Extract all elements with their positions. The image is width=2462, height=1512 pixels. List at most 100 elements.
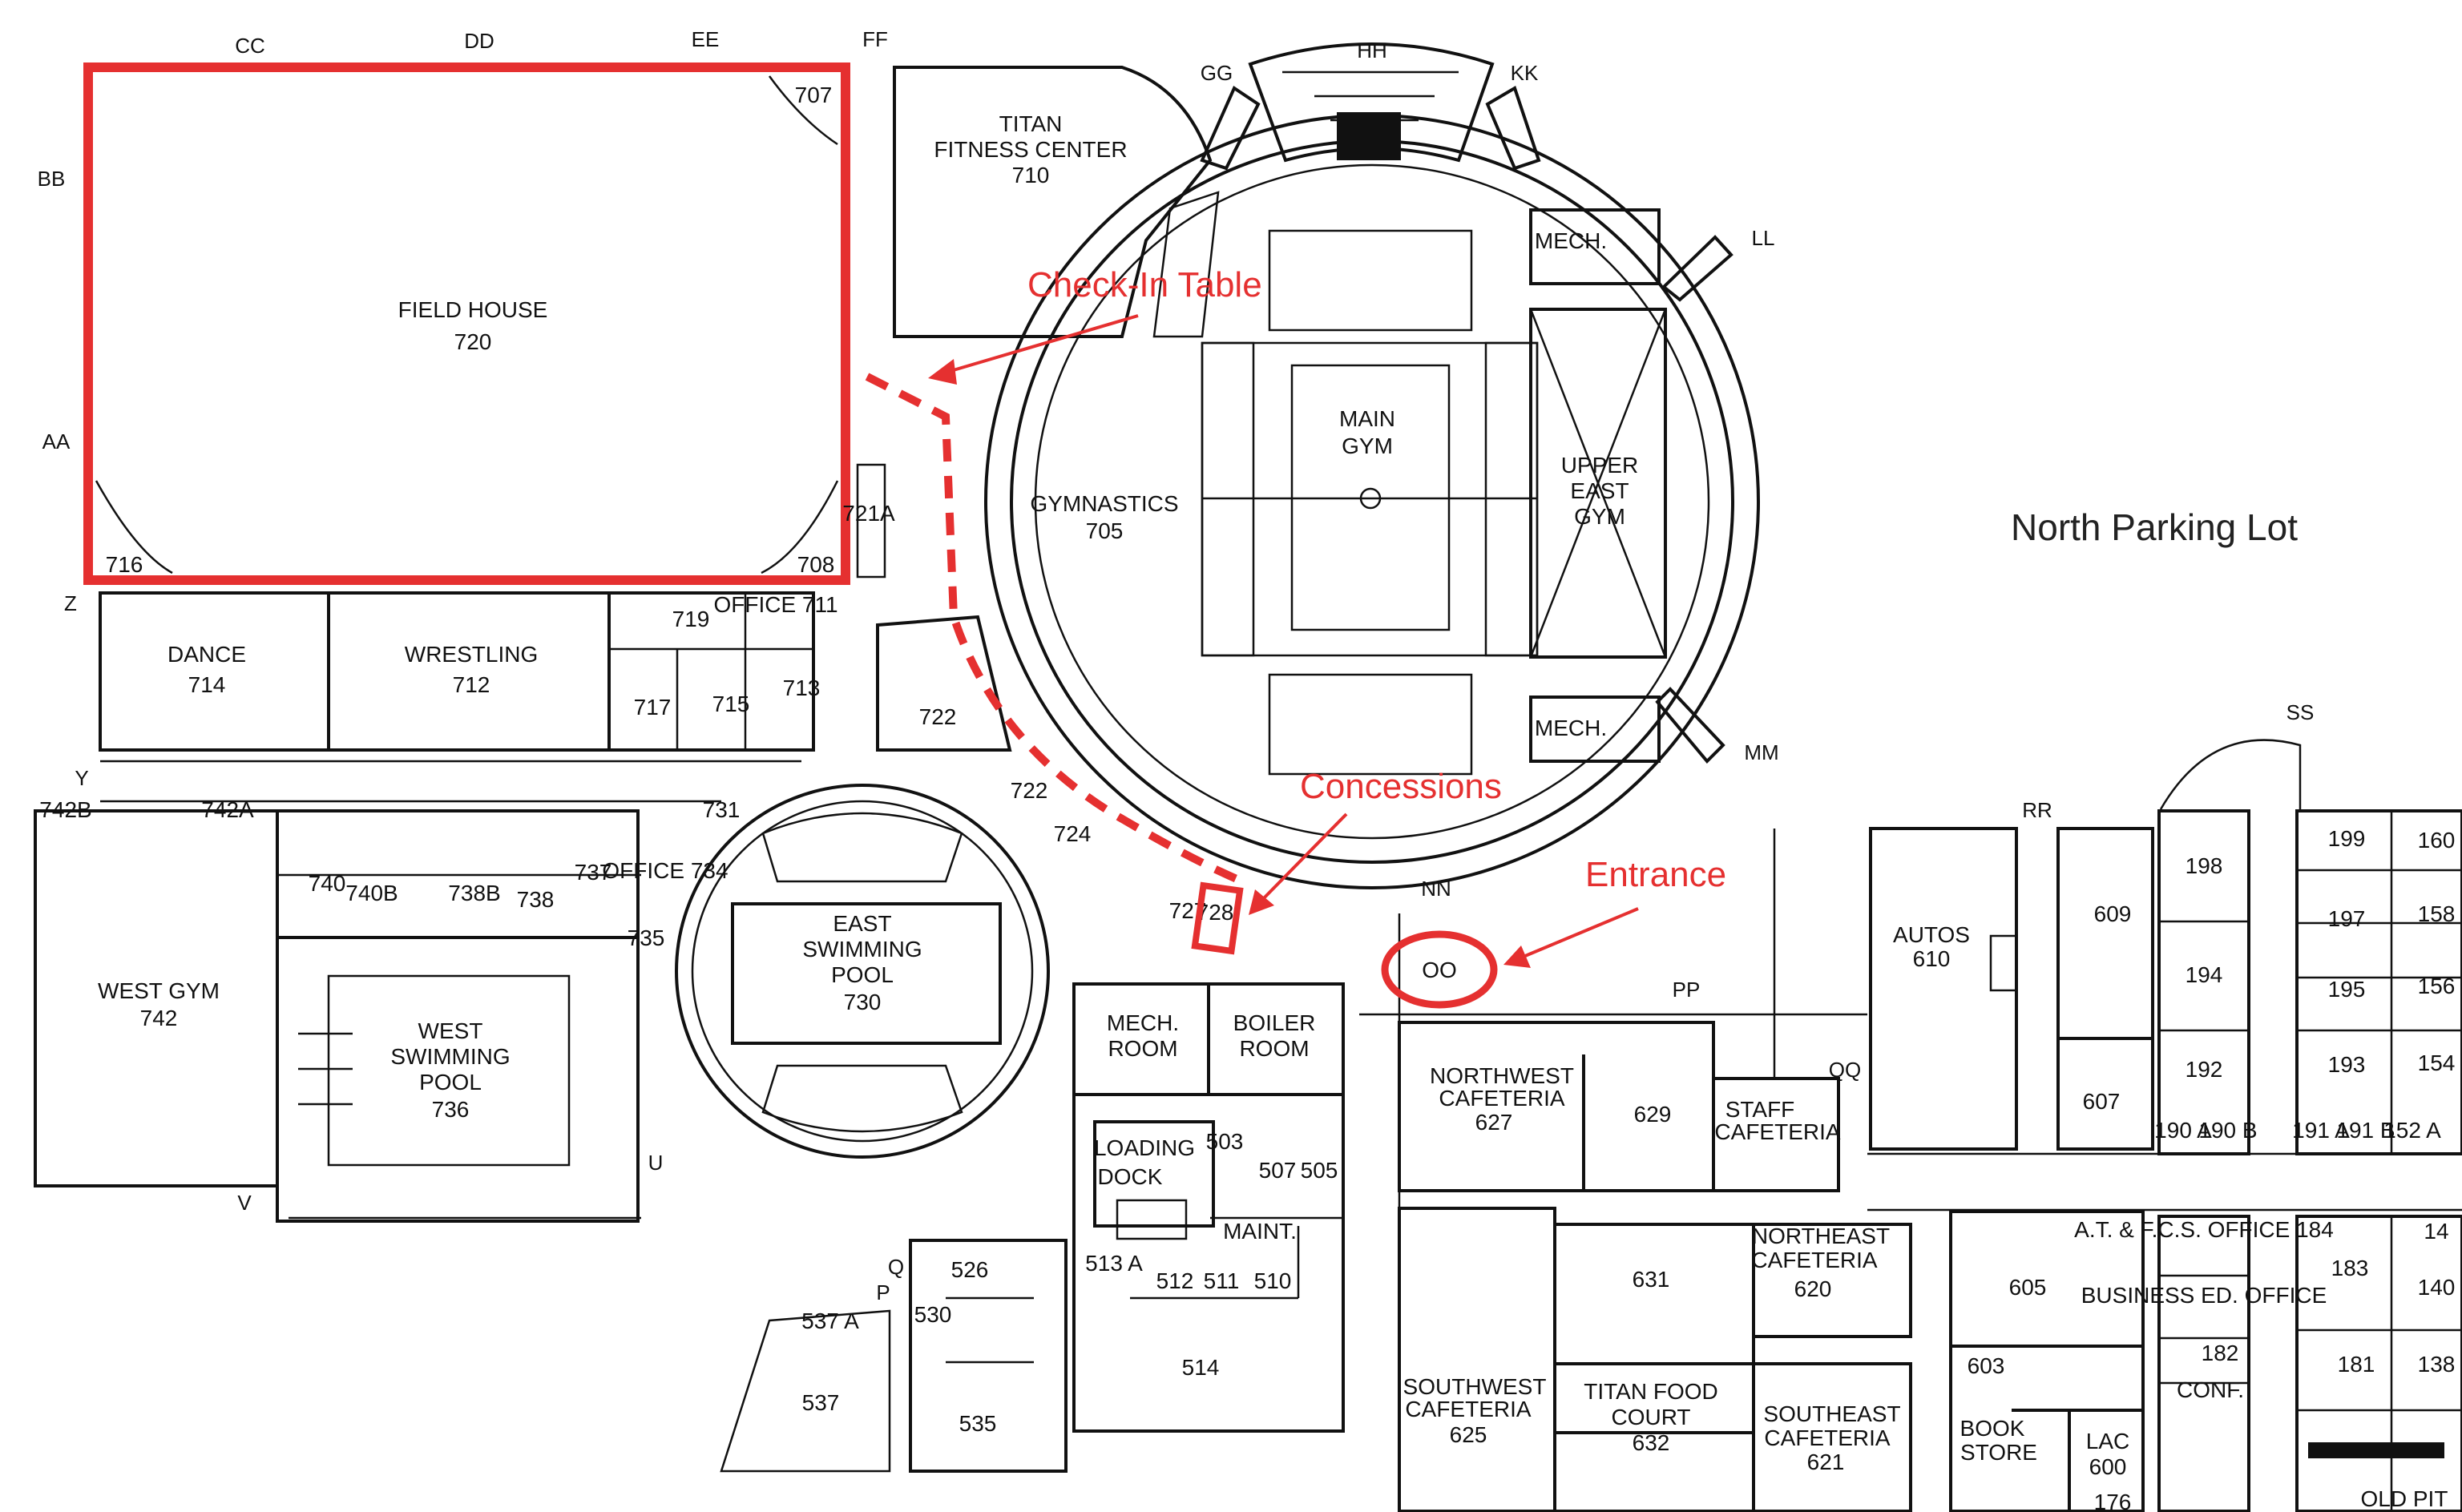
room-707: 707 <box>795 83 833 107</box>
food-court-line1: TITAN FOOD <box>1584 1379 1717 1404</box>
room-193: 193 <box>2328 1052 2366 1077</box>
room-181: 181 <box>2338 1352 2375 1377</box>
room-510: 510 <box>1254 1268 1292 1293</box>
room-716: 716 <box>106 552 143 577</box>
maint-label: MAINT. <box>1223 1219 1297 1244</box>
entrance-arrowhead <box>1503 946 1531 968</box>
annotations: OO Check-In Table Concessions Entrance <box>865 265 1726 1009</box>
grid-mm: MM <box>1744 740 1778 764</box>
west-pool-line3: POOL <box>419 1070 482 1095</box>
east-pool-line3: POOL <box>831 962 894 987</box>
room-740: 740 <box>309 871 346 896</box>
east-pool-line2: SWIMMING <box>802 937 922 962</box>
room-512: 512 <box>1156 1268 1194 1293</box>
grid-dd: DD <box>464 29 494 53</box>
entrance-circle <box>1381 930 1498 1009</box>
main-gym-complex: GYMNASTICS 705 MAIN GYM UPPER EAST GYM M… <box>984 42 1760 889</box>
autos-number: 610 <box>1913 946 1951 971</box>
west-pool-number: 736 <box>432 1097 470 1122</box>
room-158: 158 <box>2418 901 2456 926</box>
room-194: 194 <box>2186 962 2223 987</box>
room-160: 160 <box>2418 828 2456 853</box>
room-607: 607 <box>2083 1089 2121 1114</box>
room-605: 605 <box>2009 1275 2047 1300</box>
room-conf: CONF. <box>2177 1377 2244 1402</box>
room-505: 505 <box>1301 1158 1338 1183</box>
west-pool-line1: WEST <box>418 1018 483 1043</box>
nw-cafeteria-number: 627 <box>1475 1110 1513 1135</box>
west-gym-number: 742 <box>140 1006 178 1030</box>
grid-aa: AA <box>42 429 71 454</box>
corridors <box>100 760 2462 1506</box>
grid-u: U <box>648 1151 664 1175</box>
grid-ll: LL <box>1752 226 1775 250</box>
room-631: 631 <box>1633 1267 1670 1292</box>
room-511: 511 <box>1204 1268 1240 1293</box>
sw-cafeteria-number: 625 <box>1450 1422 1487 1447</box>
room-535: 535 <box>959 1411 997 1436</box>
room-138: 138 <box>2418 1352 2456 1377</box>
nw-cafeteria-line2: CAFETERIA <box>1439 1086 1564 1111</box>
grid-hh: HH <box>1357 38 1387 62</box>
field-house-area: FIELD HOUSE 720 707 716 708 <box>83 62 850 585</box>
room-737: 737 <box>575 860 612 885</box>
east-pool-line1: EAST <box>833 911 891 936</box>
grid-kk: KK <box>1511 61 1539 85</box>
west-gym-name: WEST GYM <box>98 978 220 1003</box>
grid-rr: RR <box>2022 798 2052 822</box>
wrestling-number: 712 <box>453 672 490 697</box>
grid-gg: GG <box>1201 61 1233 85</box>
room-183: 183 <box>2331 1256 2369 1280</box>
room-740b: 740B <box>345 881 398 905</box>
cafeteria-block: NORTHWEST CAFETERIA 627 629 STAFF CAFETE… <box>1398 1021 1912 1512</box>
upper-east-gym-line1: UPPER <box>1561 453 1638 478</box>
room-190a: 190 A <box>2154 1118 2212 1143</box>
office-184: A.T. & F.C.S. OFFICE 184 <box>2074 1217 2334 1242</box>
west-north-block: DANCE 714 WRESTLING 712 719 OFFICE 711 7… <box>99 591 1092 846</box>
room-721a: 721A <box>842 501 895 526</box>
mech-south: MECH. <box>1535 716 1607 740</box>
main-gym-line2: GYM <box>1342 433 1393 458</box>
room-708: 708 <box>797 552 835 577</box>
room-198: 198 <box>2186 853 2223 878</box>
room-191b: 191 B <box>2336 1118 2395 1143</box>
office-business-ed: BUSINESS ED. OFFICE <box>2081 1283 2327 1308</box>
concessions-label: Concessions <box>1300 767 1502 806</box>
titan-fitness-line1: TITAN <box>999 111 1063 136</box>
room-609: 609 <box>2094 901 2132 926</box>
field-house-name: FIELD HOUSE <box>398 297 548 322</box>
room-537: 537 <box>802 1390 840 1415</box>
concessions-arrow <box>1258 812 1348 904</box>
room-526: 526 <box>951 1257 989 1282</box>
titan-fitness-line2: FITNESS CENTER <box>934 137 1127 162</box>
upper-east-gym-line2: EAST <box>1570 478 1629 503</box>
grid-ff: FF <box>862 27 888 51</box>
room-195: 195 <box>2328 977 2366 1002</box>
boiler-room-line1: BOILER <box>1233 1010 1316 1035</box>
west-pool-line2: SWIMMING <box>390 1044 510 1069</box>
east-pool-complex: EAST SWIMMING POOL 730 <box>675 784 1050 1159</box>
lac-name: LAC <box>2086 1429 2129 1454</box>
room-537a: 537 A <box>801 1308 859 1333</box>
food-court-line2: COURT <box>1611 1405 1690 1429</box>
room-722b: 722 <box>1011 778 1048 803</box>
route-dashed-line <box>865 373 1244 885</box>
room-192: 192 <box>2186 1057 2223 1082</box>
boiler-room-line2: ROOM <box>1239 1036 1309 1061</box>
check-in-label: Check-In Table <box>1027 265 1262 304</box>
entrance-arrow <box>1519 907 1639 960</box>
lac-number: 600 <box>2089 1454 2127 1479</box>
se-cafeteria-line2: CAFETERIA <box>1764 1425 1890 1450</box>
room-629: 629 <box>1634 1102 1672 1127</box>
entrance-label: Entrance <box>1585 855 1726 894</box>
grid-ee: EE <box>692 27 720 51</box>
grid-bb: BB <box>38 167 66 191</box>
room-724: 724 <box>1054 821 1092 846</box>
upper-east-gym-line3: GYM <box>1574 504 1625 529</box>
book-store-line1: BOOK <box>1960 1416 2025 1441</box>
room-713: 713 <box>783 675 821 700</box>
room-719: 719 <box>672 607 710 631</box>
room-156: 156 <box>2418 974 2456 998</box>
room-715: 715 <box>712 691 750 716</box>
